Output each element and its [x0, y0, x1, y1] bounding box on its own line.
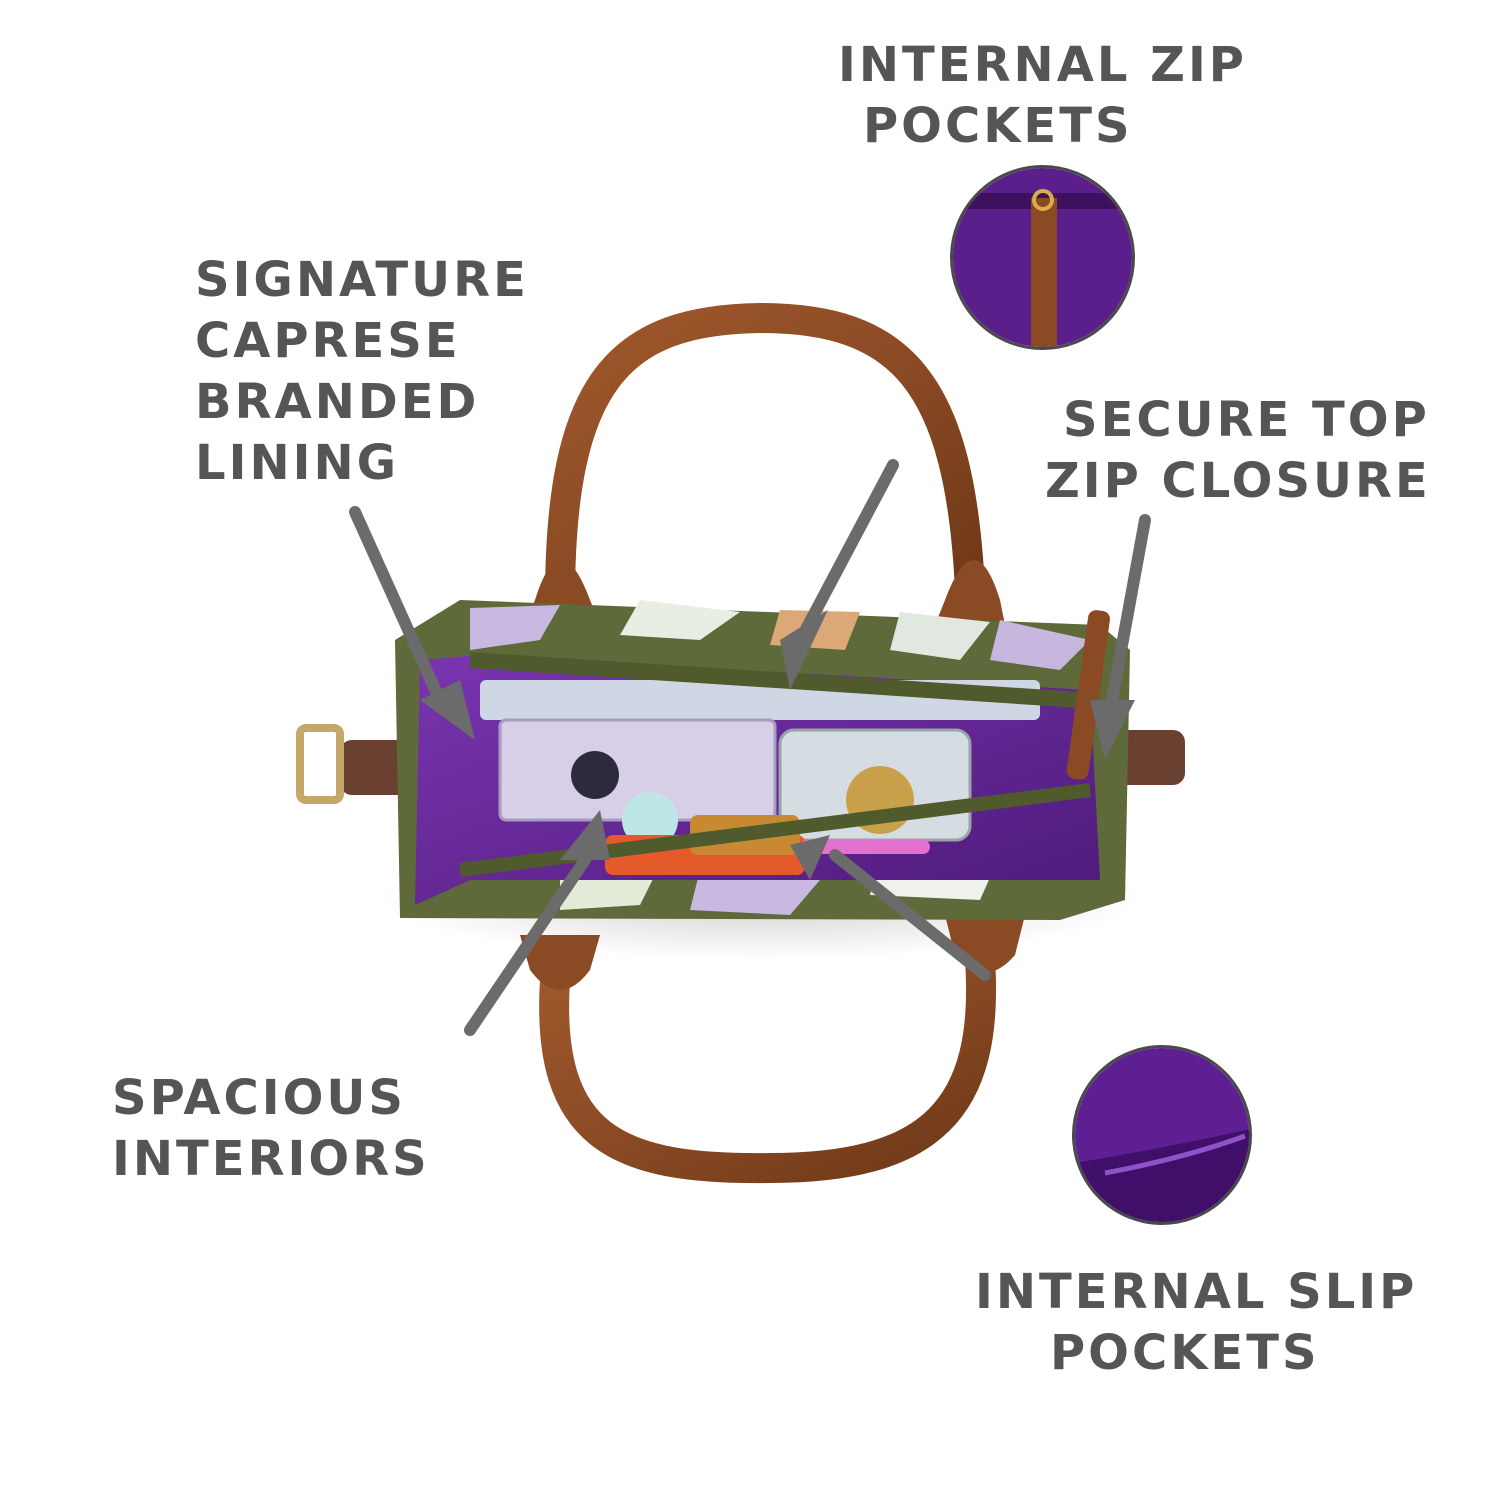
label-line: ZIP CLOSURE [1045, 453, 1431, 509]
arrowhead-signature-lining [420, 680, 475, 740]
arrow-top-zip [1106, 514, 1151, 706]
handle-tab [520, 935, 600, 990]
fabric-pattern [690, 870, 820, 915]
label-line: LINING [195, 435, 400, 491]
label-line: SECURE TOP [1063, 392, 1430, 448]
zip-pull-leather [1031, 198, 1057, 347]
strap-right [1110, 730, 1185, 785]
zip-pull [1066, 610, 1111, 780]
label-line: CAPRESE [195, 313, 461, 369]
arrow-zip-pocket [789, 459, 899, 656]
top-handle [545, 302, 985, 615]
pocket-edge [1104, 1133, 1246, 1176]
strap-left [340, 740, 410, 795]
zip-pocket-closeup [953, 168, 1132, 347]
buckle-left [296, 724, 344, 804]
arrowhead-zip-pocket [780, 610, 828, 690]
fabric-pattern [620, 600, 740, 640]
arrowhead-slip-pocket [790, 835, 830, 880]
fabric-pattern [890, 612, 990, 660]
label-line: INTERIORS [112, 1131, 430, 1187]
compact-logo [571, 751, 619, 799]
slip-pocket-closeup [1075, 1048, 1249, 1222]
label-secure-top-zip: SECURE TOP ZIP CLOSURE [1045, 390, 1431, 512]
zip-ring [1032, 189, 1054, 211]
label-internal-zip-pockets: INTERNAL ZIP POCKETS [838, 35, 1247, 157]
arrowhead-top-zip [1090, 700, 1135, 760]
top-zipper [469, 652, 1081, 708]
fabric-pattern [470, 605, 560, 650]
label-line: SPACIOUS [112, 1070, 406, 1126]
label-line: SIGNATURE [195, 252, 529, 308]
label-line: POCKETS [863, 98, 1133, 154]
label-line: BRANDED [195, 374, 480, 430]
label-internal-slip-pockets: INTERNAL SLIP POCKETS [975, 1262, 1417, 1384]
detail-slip-pocket [1072, 1045, 1252, 1225]
detail-zip-pocket [950, 165, 1135, 350]
arrow-spacious [464, 854, 591, 1036]
handle-tab [935, 560, 1005, 625]
arrow-slip-pocket [829, 849, 991, 981]
label-line: POCKETS [1050, 1325, 1320, 1381]
pocket-fold [1075, 1129, 1249, 1222]
label-signature-lining: SIGNATURE CAPRESE BRANDED LINING [195, 250, 529, 494]
fabric-pattern [990, 620, 1090, 670]
bottom-handle [539, 945, 996, 1184]
arrowhead-spacious [560, 810, 610, 860]
brush-tip [622, 792, 678, 848]
label-line: INTERNAL ZIP [838, 37, 1247, 93]
label-line: INTERNAL SLIP [975, 1264, 1418, 1320]
label-spacious-interiors: SPACIOUS INTERIORS [112, 1068, 430, 1190]
arrow-signature-lining [349, 506, 448, 711]
